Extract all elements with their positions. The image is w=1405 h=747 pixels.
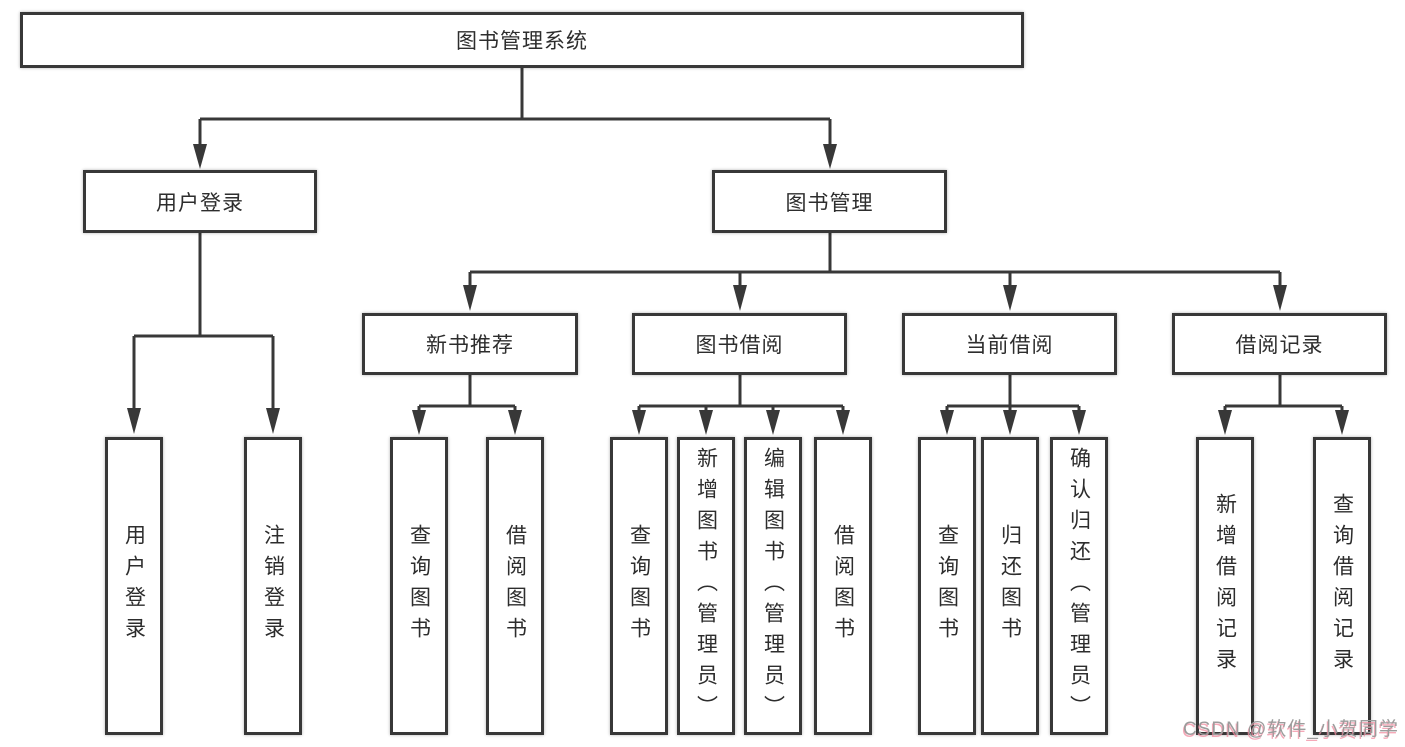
- node-label: 用户登录: [156, 191, 244, 215]
- leaf-query-books-current: 查询图书: [918, 437, 976, 735]
- node-new-book-recommendation: 新书推荐: [362, 313, 578, 375]
- node-label: 新书推荐: [426, 334, 514, 357]
- leaf-logout: 注销登录: [244, 437, 302, 735]
- node-label: 归还图书: [998, 524, 1022, 648]
- node-library-management-system: 图书管理系统: [20, 12, 1024, 68]
- node-label: 用户登录: [122, 524, 146, 648]
- node-label: 新增借阅记录: [1213, 493, 1237, 679]
- node-borrowing-records: 借阅记录: [1172, 313, 1387, 375]
- leaf-query-books-recommend: 查询图书: [390, 437, 448, 735]
- node-label: 图书借阅: [695, 334, 784, 357]
- leaf-confirm-return-admin: 确认归还（管理员）: [1050, 437, 1108, 735]
- node-label: 编辑图书（管理员）: [761, 446, 785, 726]
- leaf-add-book-admin: 新增图书（管理员）: [677, 437, 735, 735]
- node-label: 查询图书: [935, 524, 959, 648]
- node-label: 图书管理: [785, 191, 874, 215]
- csdn-watermark: CSDN @软件_小贺同学: [1183, 719, 1399, 740]
- node-label: 查询借阅记录: [1330, 493, 1354, 679]
- node-label: 借阅图书: [831, 524, 855, 648]
- node-label: 查询图书: [627, 524, 651, 648]
- leaf-return-books: 归还图书: [981, 437, 1039, 735]
- node-label: 查询图书: [407, 524, 431, 648]
- arrowhead-icons: [127, 144, 1349, 435]
- node-label: 借阅图书: [503, 524, 527, 648]
- node-current-borrowing: 当前借阅: [902, 313, 1117, 375]
- node-label: 当前借阅: [965, 334, 1054, 357]
- node-label: 确认归还（管理员）: [1067, 446, 1091, 726]
- leaf-borrow-books-recommend: 借阅图书: [486, 437, 544, 735]
- node-label: 新增图书（管理员）: [694, 446, 718, 726]
- leaf-user-login: 用户登录: [105, 437, 163, 735]
- leaf-borrow-books: 借阅图书: [814, 437, 872, 735]
- leaf-add-borrow-record: 新增借阅记录: [1196, 437, 1254, 735]
- node-book-management: 图书管理: [712, 170, 947, 233]
- node-label: 注销登录: [261, 524, 285, 648]
- leaf-query-borrow-record: 查询借阅记录: [1313, 437, 1371, 735]
- node-label: 借阅记录: [1235, 334, 1324, 357]
- node-book-borrowing: 图书借阅: [632, 313, 847, 375]
- leaf-edit-book-admin: 编辑图书（管理员）: [744, 437, 802, 735]
- leaf-query-books-borrowing: 查询图书: [610, 437, 668, 735]
- node-label: 图书管理系统: [456, 30, 588, 53]
- node-user-login: 用户登录: [83, 170, 317, 233]
